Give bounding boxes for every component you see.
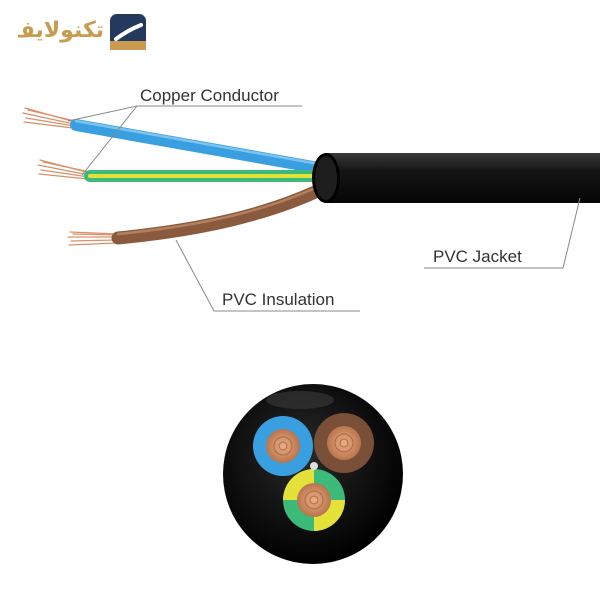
brown-wire-copper-tip bbox=[68, 232, 118, 245]
pvc-insulation-label: PVC Insulation bbox=[222, 290, 334, 310]
blue-wire-copper-tip bbox=[23, 108, 75, 128]
green-yellow-wire-copper-tip bbox=[38, 160, 90, 179]
pvc-jacket-label: PVC Jacket bbox=[433, 247, 522, 267]
cable-cross-section bbox=[223, 384, 403, 564]
copper-conductor-label: Copper Conductor bbox=[140, 86, 279, 106]
blue-wire bbox=[76, 125, 330, 170]
insulated-wires bbox=[76, 121, 330, 238]
pvc-jacket-body bbox=[312, 153, 600, 203]
green-yellow-core bbox=[283, 469, 345, 531]
